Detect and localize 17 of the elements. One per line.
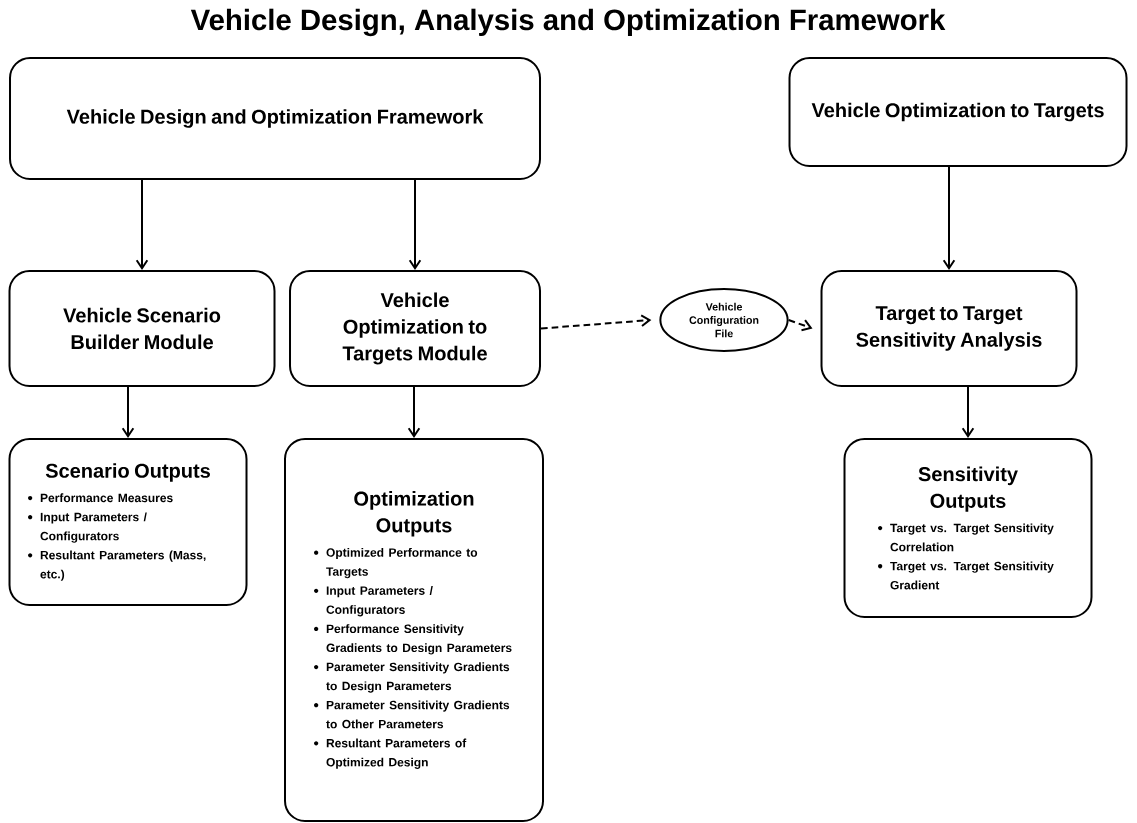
outputs-box: Optimization Outputs Optimized Performance to Targets Input Parameters / Configurators Performance Sensitivity Gradients to Design Parameters Parameter Sensitivity Gradients to Design Parameters Parameter Sensitivity Gradients to Other Parameters Resultant Parameters of Optimized Design bbox=[284, 438, 544, 822]
arrow bbox=[540, 314, 652, 330]
module-box: Vehicle Optimization to Targets Module bbox=[289, 270, 541, 387]
framework-box: Vehicle Optimization to Targets bbox=[788, 57, 1128, 167]
arrow bbox=[408, 179, 422, 270]
outputs-box: Sensitivity Outputs Target vs. Target Sensitivity Correlation Target vs. Target Sensitivity Gradient bbox=[843, 438, 1093, 618]
arrow bbox=[121, 386, 135, 438]
module-box: Target to Target Sensitivity Analysis bbox=[820, 270, 1078, 387]
arrow bbox=[961, 386, 975, 438]
arrow bbox=[942, 166, 956, 270]
arrow bbox=[407, 386, 421, 438]
framework-box: Vehicle Design and Optimization Framework bbox=[9, 57, 541, 180]
outputs-box: Scenario Outputs Performance Measures Input Parameters / Configurators Resultant Parameters (Mass, etc.) bbox=[8, 438, 248, 606]
module-box: Vehicle Scenario Builder Module bbox=[8, 270, 276, 387]
arrow bbox=[135, 179, 149, 270]
arrow bbox=[787, 319, 813, 332]
title: Vehicle Design, Analysis and Optimization Framework bbox=[190, 8, 946, 37]
